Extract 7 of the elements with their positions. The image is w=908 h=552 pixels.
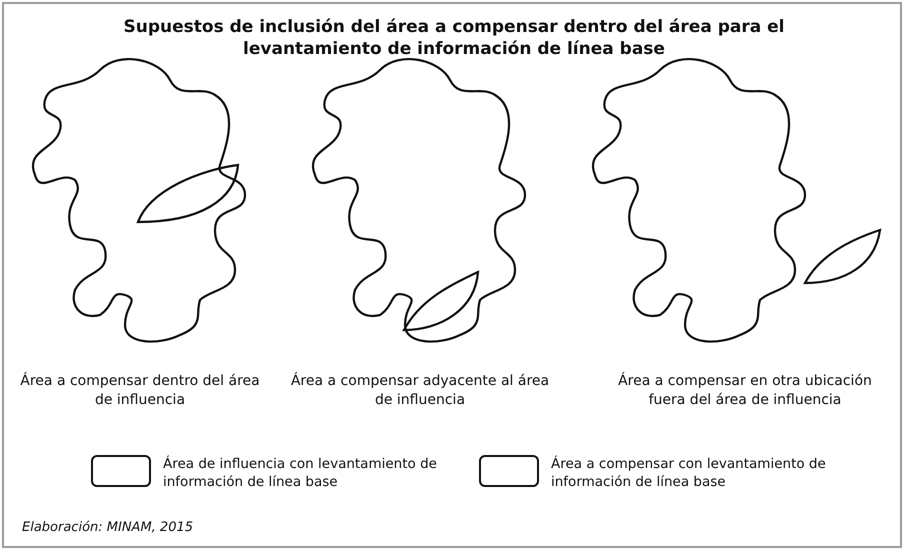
area-caption: Área a compensar en otra ubicación fuera del área de influencia xyxy=(617,372,873,410)
area-caption: Área a compensar adyacente al área de influencia xyxy=(290,372,550,410)
legend-label: Área de influencia con levantamiento de información de línea base xyxy=(163,455,438,491)
legend-label: Área a compensar con levantamiento de información de línea base xyxy=(551,455,827,491)
diagram-title: Supuestos de inclusión del área a compensar dentro del área para el levantamiento de información de línea base xyxy=(122,16,786,60)
source-note: Elaboración: MINAM, 2015 xyxy=(22,520,194,535)
area-caption: Área a compensar dentro del área de influencia xyxy=(19,372,261,410)
